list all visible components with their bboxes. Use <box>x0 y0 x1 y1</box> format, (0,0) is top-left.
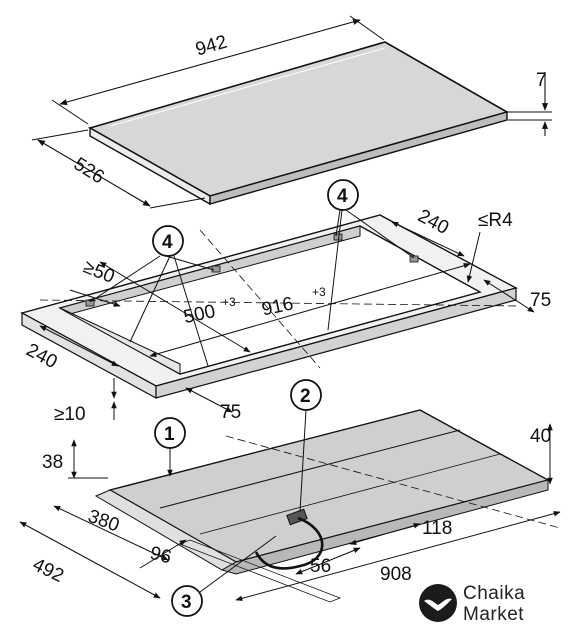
callout-3-label: 3 <box>181 592 192 613</box>
dim-75-right: 75 <box>483 279 551 313</box>
chaika-logo-icon <box>419 584 457 622</box>
callout-4-right-label: 4 <box>337 186 348 207</box>
dim-75-bottom: 75 <box>185 387 241 423</box>
callout-2: 2 <box>290 379 322 513</box>
dim-75-bottom-label: 75 <box>220 402 241 423</box>
dim-240-right-label: 240 <box>414 206 452 239</box>
callout-1: 1 <box>154 417 186 477</box>
callout-1-label: 1 <box>164 424 175 445</box>
dim-380-label: 380 <box>85 506 122 537</box>
dim-r4: ≤R4 <box>466 210 513 283</box>
dim-492: 492 <box>19 521 161 599</box>
callout-4-left: 4 <box>89 225 215 367</box>
dim-38-label: 38 <box>42 452 63 473</box>
dim-r4-label: ≤R4 <box>478 210 513 231</box>
logo-line-2: Market <box>463 604 525 625</box>
dim-96: 96 <box>139 539 187 569</box>
callout-2-label: 2 <box>300 386 311 407</box>
dim-min10: ≥10 <box>54 378 117 425</box>
dim-942-label: 942 <box>193 32 229 61</box>
dim-75-right-label: 75 <box>530 290 551 311</box>
callout-4-right: 4 <box>327 179 415 331</box>
hob-glass-top <box>87 41 510 206</box>
dim-500-tol: +3 <box>222 295 236 309</box>
chaika-logo-text: Chaika Market <box>463 583 525 625</box>
dim-240-left-label: 240 <box>23 340 61 373</box>
dim-7: 7 <box>508 70 552 136</box>
dim-96-label: 96 <box>148 543 174 568</box>
dim-908-label: 908 <box>380 564 412 585</box>
dim-7-label: 7 <box>536 70 547 91</box>
dim-56-label: 56 <box>310 556 331 577</box>
dim-40: 40 <box>530 423 553 485</box>
logo-line-1: Chaika <box>463 583 526 604</box>
dim-38: 38 <box>42 439 108 479</box>
dim-40-label: 40 <box>530 426 551 447</box>
dim-916-tol: +3 <box>312 285 326 299</box>
dim-526-label: 526 <box>70 154 108 189</box>
dim-118-label: 118 <box>422 518 452 539</box>
dim-min50-label: ≥50 <box>80 257 117 288</box>
dim-min10-label: ≥10 <box>54 404 86 425</box>
dim-492-label: 492 <box>29 554 67 587</box>
callout-4-left-label: 4 <box>162 232 173 253</box>
dim-908: 908 <box>235 510 561 602</box>
dim-916: 916 +3 <box>149 263 471 357</box>
callout-3: 3 <box>171 535 277 617</box>
